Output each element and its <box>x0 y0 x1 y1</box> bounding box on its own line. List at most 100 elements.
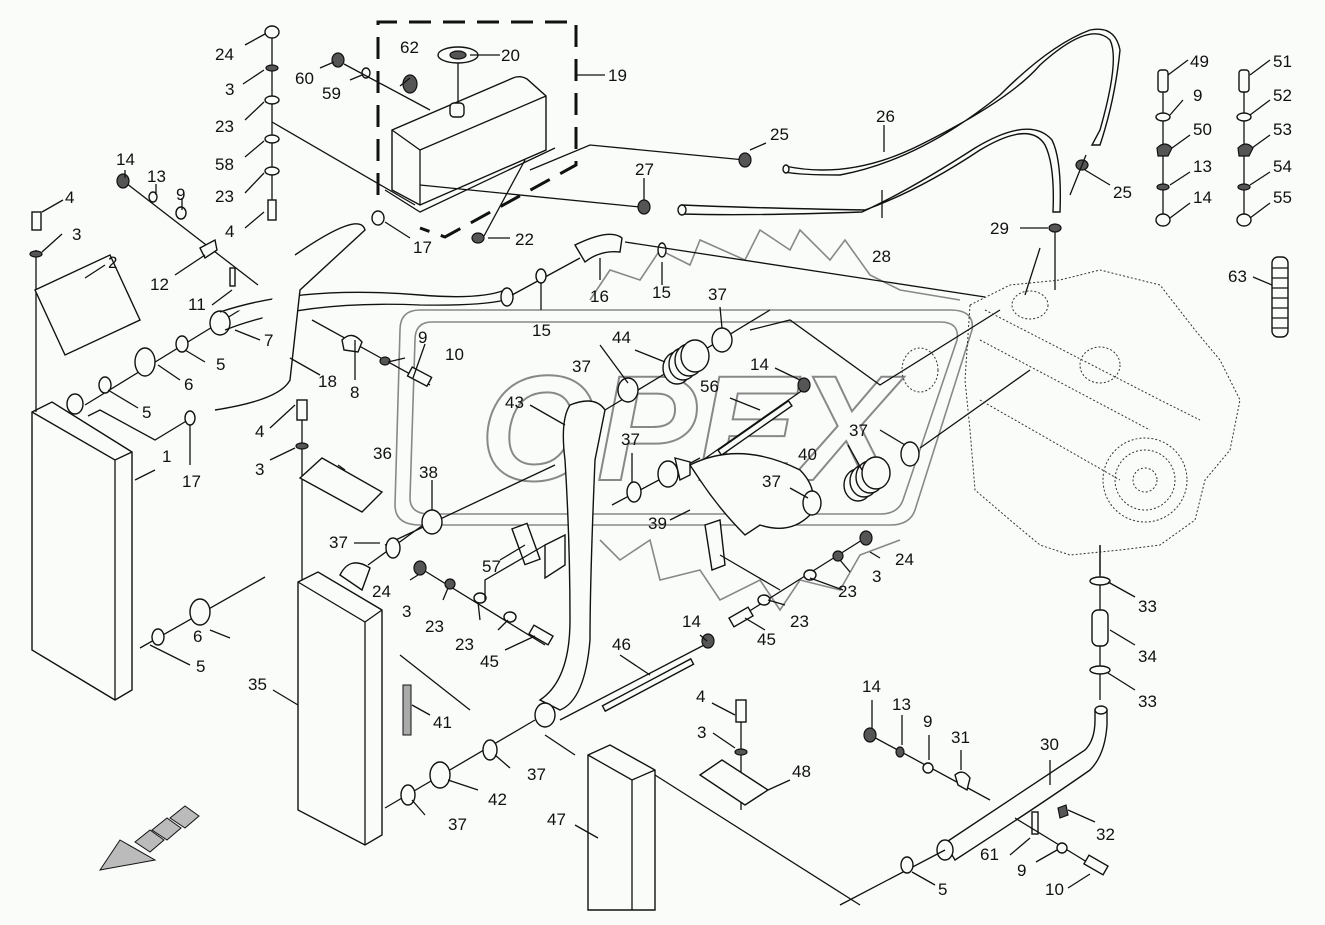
callout-54: 54 <box>1273 157 1292 176</box>
callout-42: 42 <box>488 790 507 809</box>
callout-13: 13 <box>147 167 166 186</box>
callout-24: 24 <box>372 582 391 601</box>
callout-4: 4 <box>225 222 234 241</box>
callout-7: 7 <box>264 331 273 350</box>
callout-49: 49 <box>1190 52 1209 71</box>
callout-23: 23 <box>838 582 857 601</box>
panel-47 <box>544 734 861 911</box>
tie-rod-46 <box>559 633 715 721</box>
callout-37: 37 <box>329 533 348 552</box>
callout-3: 3 <box>697 723 706 742</box>
callout-14: 14 <box>116 150 135 169</box>
callout-11: 11 <box>188 295 206 314</box>
radiator-1 <box>29 211 189 701</box>
bracket-57 <box>484 522 566 600</box>
callout-37: 37 <box>448 815 467 834</box>
bellows-44-group <box>604 309 1001 411</box>
callout-3: 3 <box>72 225 81 244</box>
coolant-pipe-30 <box>839 705 1109 906</box>
callout-4: 4 <box>696 687 705 706</box>
callout-58: 58 <box>215 155 234 174</box>
callout-3: 3 <box>872 567 881 586</box>
bracket-2 <box>34 254 141 356</box>
callout-23: 23 <box>790 612 809 631</box>
callout-9: 9 <box>1017 861 1026 880</box>
callout-10: 10 <box>1045 880 1064 899</box>
expansion-tank-group <box>331 20 578 244</box>
callout-15: 15 <box>532 321 551 340</box>
callout-9: 9 <box>923 712 932 731</box>
callout-19: 19 <box>608 66 627 85</box>
callout-25: 25 <box>1113 183 1132 202</box>
callout-24: 24 <box>215 45 234 64</box>
callout-59: 59 <box>322 84 341 103</box>
callout-27: 27 <box>635 160 654 179</box>
callout-6: 6 <box>193 627 202 646</box>
callout-28: 28 <box>872 247 891 266</box>
hose-chain-left <box>84 210 506 426</box>
callout-43: 43 <box>505 393 524 412</box>
callout-31: 31 <box>951 728 970 747</box>
charge-pipe-43 <box>534 400 606 728</box>
callout-14: 14 <box>1193 188 1212 207</box>
bracket-48-group <box>698 699 770 810</box>
callout-9: 9 <box>176 185 185 204</box>
callout-62: 62 <box>400 38 419 57</box>
callout-3: 3 <box>402 602 411 621</box>
callout-2: 2 <box>108 253 117 272</box>
callout-3: 3 <box>225 80 234 99</box>
opex-watermark: OPEX <box>394 228 974 612</box>
callout-24: 24 <box>895 550 914 569</box>
callout-26: 26 <box>876 107 895 126</box>
callout-labels: 24 3 23 58 23 4 60 59 62 20 19 17 22 4 3… <box>65 38 1292 899</box>
callout-1: 1 <box>162 447 171 466</box>
callout-47: 47 <box>547 810 566 829</box>
callout-9: 9 <box>418 328 427 347</box>
callout-55: 55 <box>1273 188 1292 207</box>
callout-45: 45 <box>757 630 776 649</box>
strip-41 <box>402 684 412 736</box>
callout-37: 37 <box>708 285 727 304</box>
callout-12: 12 <box>150 275 169 294</box>
callout-33: 33 <box>1138 597 1157 616</box>
fastener-chain-right <box>704 519 873 628</box>
callout-23: 23 <box>425 617 444 636</box>
callout-5: 5 <box>216 355 225 374</box>
callout-14: 14 <box>750 355 769 374</box>
callout-29: 29 <box>990 219 1009 238</box>
elbow-39-group <box>611 369 1031 536</box>
callout-51: 51 <box>1273 52 1292 71</box>
callout-13: 13 <box>1193 157 1212 176</box>
bracket-36-group <box>295 399 384 580</box>
callout-35: 35 <box>248 675 267 694</box>
callout-60: 60 <box>295 69 314 88</box>
hose-18 <box>214 223 366 411</box>
seal-ring-62 <box>402 74 418 94</box>
callout-48: 48 <box>792 762 811 781</box>
spiral-hose-63 <box>1271 256 1289 338</box>
callout-44: 44 <box>612 328 631 347</box>
callout-52: 52 <box>1273 86 1292 105</box>
bellows-44 <box>662 339 710 385</box>
charge-pipe-upper <box>384 464 556 559</box>
callout-50: 50 <box>1193 120 1212 139</box>
bracket-fasteners-upper <box>116 173 259 287</box>
callout-32: 32 <box>1096 825 1115 844</box>
callout-13: 13 <box>892 695 911 714</box>
hose-16-group <box>500 233 986 307</box>
callout-16: 16 <box>590 287 609 306</box>
fastener-stack-left <box>264 25 416 221</box>
callout-23: 23 <box>215 117 234 136</box>
callout-61: 61 <box>980 845 999 864</box>
callout-8: 8 <box>350 383 359 402</box>
callout-30: 30 <box>1040 735 1059 754</box>
fastener-stacks-right <box>1155 69 1254 227</box>
callout-14: 14 <box>862 677 881 696</box>
coolant-hoses-upper <box>419 28 1121 296</box>
callout-37: 37 <box>572 357 591 376</box>
callout-4: 4 <box>255 422 264 441</box>
callout-23: 23 <box>215 187 234 206</box>
callout-41: 41 <box>433 713 452 732</box>
